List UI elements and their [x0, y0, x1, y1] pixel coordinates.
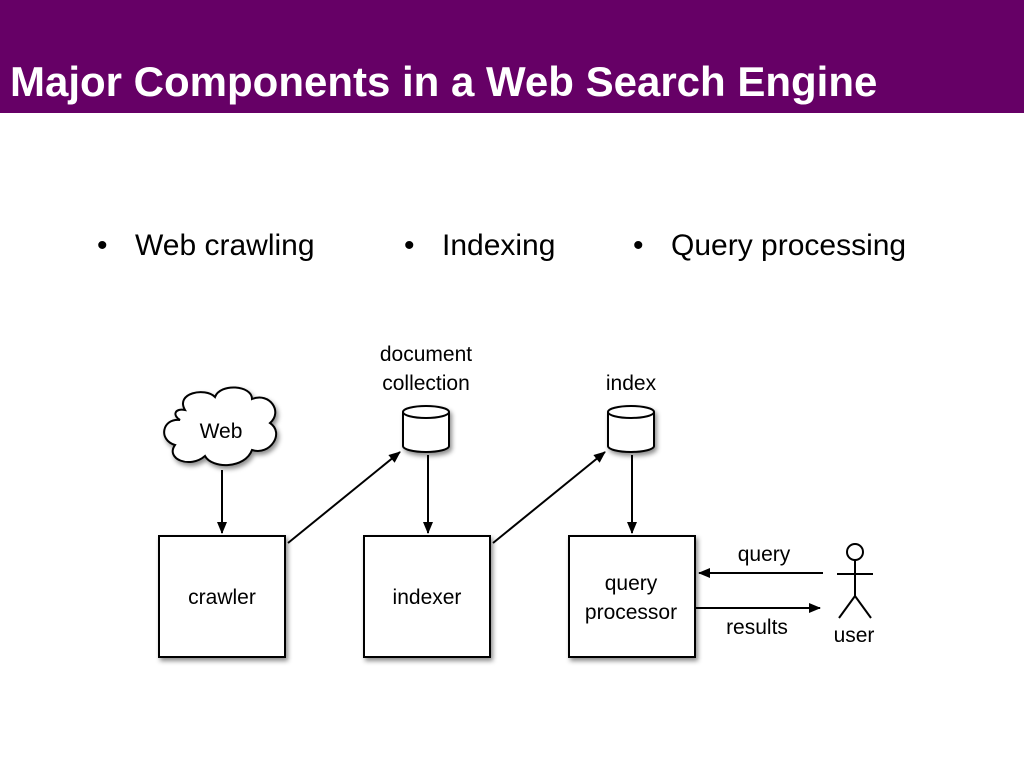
- index-store: index: [606, 372, 657, 453]
- query-processor-box: query processor: [568, 535, 696, 658]
- indexer-label: indexer: [393, 586, 462, 609]
- arrow-crawler-to-document-collection: [287, 451, 401, 544]
- person-icon: [837, 543, 873, 619]
- bullet-marker: •: [404, 229, 415, 262]
- database-icon: [607, 405, 655, 453]
- crawler-label: crawler: [188, 586, 256, 609]
- title-bar: Major Components in a Web Search Engine: [0, 0, 1024, 113]
- crawler-box: crawler: [158, 535, 286, 658]
- database-icon: [402, 405, 450, 453]
- bullet-text: Web crawling: [135, 229, 315, 262]
- indexer-box: indexer: [363, 535, 491, 658]
- bullet-web-crawling: • Web crawling: [97, 226, 315, 266]
- arrow-indexer-to-index: [492, 451, 606, 544]
- bullet-text: Query processing: [671, 229, 907, 262]
- slide-title: Major Components in a Web Search Engine: [10, 58, 878, 105]
- cloud-icon: [163, 386, 277, 467]
- document-collection-store: document collection: [380, 343, 472, 453]
- query-arrow-label: query: [738, 543, 791, 566]
- user-label: user: [834, 624, 875, 647]
- bullet-marker: •: [633, 229, 644, 262]
- bullet-text: Indexing: [442, 229, 556, 262]
- results-arrow-label: results: [726, 616, 788, 639]
- user-figure: user: [834, 543, 875, 647]
- bullet-marker: •: [97, 229, 108, 262]
- web-label: Web: [200, 420, 243, 443]
- query-processor-label-line1: query: [605, 572, 658, 595]
- bullet-query-processing: • Query processing: [633, 226, 906, 266]
- index-label: index: [606, 372, 657, 395]
- document-collection-label-line2: collection: [382, 372, 470, 395]
- bullet-indexing: • Indexing: [404, 226, 555, 266]
- query-processor-label-line2: processor: [585, 601, 677, 624]
- document-collection-label-line1: document: [380, 343, 472, 366]
- web-cloud: Web: [163, 386, 277, 467]
